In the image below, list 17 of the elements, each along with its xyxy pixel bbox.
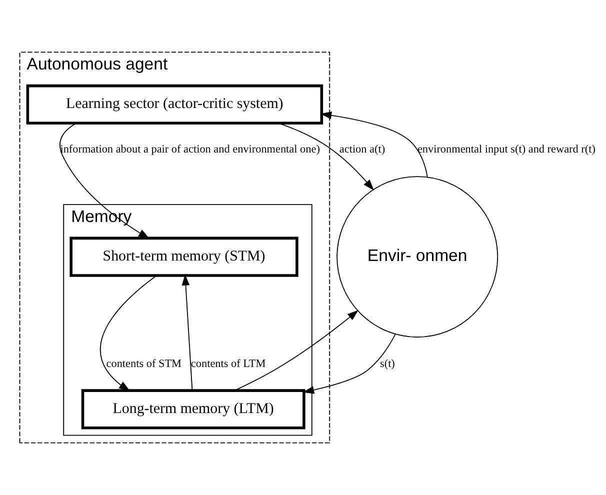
edge-label: s(t) xyxy=(380,358,395,370)
arrow xyxy=(320,111,428,178)
edge-label: contents of LTM xyxy=(190,358,266,370)
arrow xyxy=(182,274,193,391)
edge-label: contents of STM xyxy=(106,358,182,370)
node-box: Long-term memory (LTM) xyxy=(81,389,306,430)
node-circle: Envir- onmen xyxy=(336,176,498,338)
node-box: Learning sector (actor-critic system) xyxy=(26,84,324,125)
arrow xyxy=(100,275,157,392)
edge-label: environmental input s(t) and reward r(t) xyxy=(417,144,596,156)
edge-label: action a(t) xyxy=(339,144,386,156)
arrow xyxy=(60,122,150,239)
arrow xyxy=(234,310,359,391)
arrow xyxy=(302,334,396,394)
edge-label: information about a pair of action and environmental one) xyxy=(60,144,320,156)
arrow xyxy=(278,122,374,191)
node-box: Short-term memory (STM) xyxy=(70,236,298,277)
